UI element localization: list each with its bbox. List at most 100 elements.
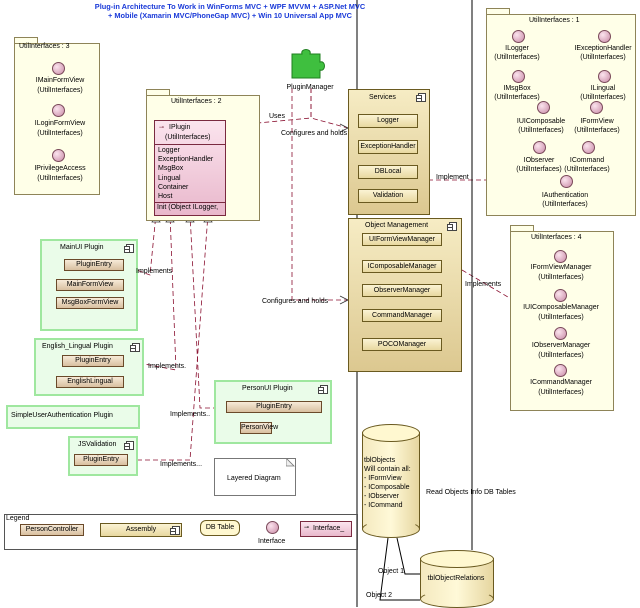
plugin-entry-component[interactable]: PluginEntry [226,401,322,413]
util3-item-name: ILoginFormView [34,120,86,127]
tblobjects-line: - IComposable [364,484,410,491]
util4-item-pkg: (UtilInterfaces) [538,389,584,396]
util1-item-pkg: (UtilInterfaces) [580,94,626,101]
tblobjects-top [362,424,420,442]
interface-icon [554,327,567,340]
util1-item-pkg: (UtilInterfaces) [542,201,588,208]
iplugin-member: Logger [158,147,180,154]
impl4-connector [129,213,209,461]
note-fold-icon [286,458,295,467]
iplugin-member: ExceptionHandler [158,156,214,164]
component-icon [124,244,134,253]
service-dblocal[interactable]: DBLocal [358,165,418,179]
iplugin-member: Lingual [158,174,181,182]
legend-dbtable: DB Table [200,520,240,536]
util1-item-name: ILingual [590,85,616,92]
configures-top-label: Configures and holds [281,130,348,137]
impl3-connector [189,213,226,409]
legend-assembly: Assembly [100,523,182,537]
util2-tab [146,89,170,96]
interface-icon [52,149,65,162]
interface-icon [590,101,603,114]
commandmanager-component[interactable]: CommandManager [362,309,442,322]
interface-glyph-icon: ⊸ [159,125,165,131]
service-exceptionhandler[interactable]: ExceptionHandler [358,140,418,154]
tblobjects-line: - IObserver [364,493,400,500]
interface-icon [560,175,573,188]
layered-diagram-note[interactable]: Layered Diagram [214,458,296,496]
component-icon [416,93,426,102]
util1-item-name: ILogger [505,45,529,52]
interface-icon [554,289,567,302]
impl3-label: Implements.. [170,411,211,418]
object1-line [396,537,420,575]
read-db-label: Read Objects Info DB Tables [426,489,516,496]
tblobjects-text: tblObjects Will contain all: - IFormView… [364,456,411,510]
personview-component[interactable]: PersonView [240,422,278,434]
util1-item-pkg: (UtilInterfaces) [494,94,540,101]
services-label: Services [369,94,396,101]
englishlingual-component[interactable]: EnglishLingual [56,376,124,388]
legend-interface-box: ⊸ Interface_ [300,521,352,537]
util4-label: UtilInterfaces : 4 [531,234,582,241]
tblobjectrelations-bottom [420,590,494,608]
object-management-label: Object Management [365,222,429,229]
iplugin-pkg: (UtilInterfaces) [165,134,211,141]
interface-icon [554,364,567,377]
interface-icon [598,30,611,43]
mainformview-component[interactable]: MainFormView [56,279,124,291]
tblobjectrelations-name: tblObjectRelations [427,575,485,582]
util4-item-pkg: (UtilInterfaces) [538,352,584,359]
util3-label: UtilInterfaces : 3 [19,43,70,50]
object1-label: Object 1 [378,568,405,575]
pocomanager-component[interactable]: POCOManager [362,338,442,351]
iplugin-divider [155,144,225,145]
interface-icon [52,62,65,75]
tblobjectrelations-top [420,550,494,568]
util1-item-name: IAuthentication [541,192,589,199]
personui-plugin-label: PersonUI Plugin [242,385,293,392]
util4-item-pkg: (UtilInterfaces) [538,274,584,281]
icomposablemanager-component[interactable]: IComposableManager [362,260,442,273]
util4-item-name: IObserverManager [531,342,591,349]
util1-item-name: IUIComposable [516,118,566,125]
interface-icon [537,101,550,114]
interface-icon [52,104,65,117]
interface-icon [512,70,525,83]
title-line-1: Plug-in Architecture To Work in WinForms… [94,2,366,11]
iplugin-interface[interactable]: ⊸ IPlugin (UtilInterfaces) Logger Except… [154,120,226,216]
util3-item-pkg: (UtilInterfaces) [37,175,83,182]
msgboxformview-component[interactable]: MsgBoxFormView [56,297,124,309]
util4-tab [510,225,534,232]
legend-persocontroller: PersonController [20,524,84,536]
util3-package[interactable]: UtilInterfaces : 3 [14,43,100,195]
puzzle-piece-icon [291,49,325,79]
implement-label: Implement [436,174,469,181]
component-icon [124,441,134,450]
service-validation[interactable]: Validation [358,189,418,203]
configures-mid-arrowhead [339,295,349,305]
interface-glyph-icon: ⊸ [304,525,310,531]
configures-mid-connector [291,88,348,301]
simple-auth-plugin-label: SimpleUserAuthentication Plugin [11,412,113,419]
plugin-entry-component[interactable]: PluginEntry [64,259,124,271]
tblobjects-line: - IFormView [364,475,402,482]
iplugin-members: Logger ExceptionHandler MsgBox Lingual C… [158,146,213,201]
interface-icon [533,141,546,154]
observermanager-component[interactable]: ObserverManager [362,284,442,297]
interface-icon [266,521,279,534]
service-logger[interactable]: Logger [358,114,418,128]
plugin-entry-component[interactable]: PluginEntry [74,454,128,466]
tblobjects-table[interactable] [362,432,420,529]
tblobjects-bottom [362,520,420,538]
util3-item-name: IMainFormView [35,77,85,84]
plugin-entry-component[interactable]: PluginEntry [62,355,124,367]
impl2-label: Implements. [148,363,187,370]
uiformviewmanager-component[interactable]: UIFormViewManager [362,233,442,246]
tblobjects-line: Will contain all: [364,466,411,473]
simple-auth-plugin[interactable]: SimpleUserAuthentication Plugin [6,405,140,429]
util1-item-name: IObserver [523,157,555,164]
object2-line [379,537,420,601]
util3-item-pkg: (UtilInterfaces) [37,130,83,137]
legend-box[interactable]: Legend [4,514,358,550]
